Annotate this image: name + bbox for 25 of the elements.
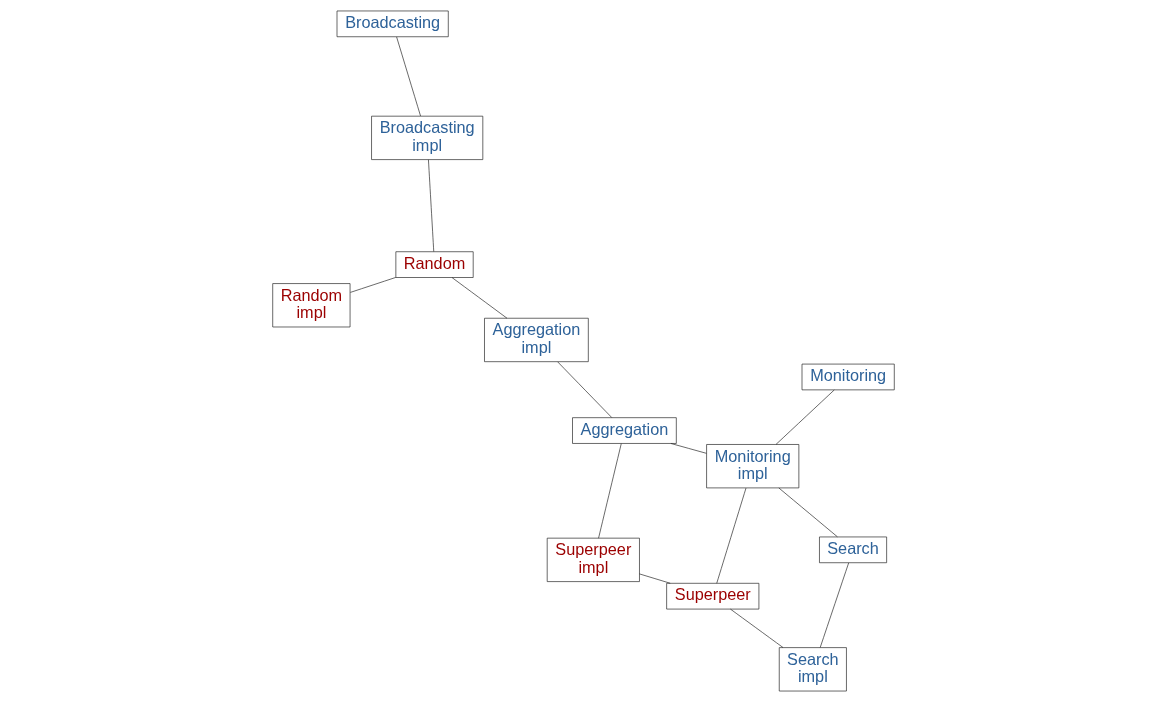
connector [778, 487, 838, 538]
node-box: Monitoring impl [705, 444, 799, 489]
connector [427, 159, 434, 252]
node-box: Random [395, 251, 474, 278]
node-box: Monitoring [801, 363, 895, 391]
node-box: Superpeer [665, 582, 759, 610]
connector [775, 389, 835, 445]
node-box: Broadcasting impl [370, 115, 483, 160]
connector [819, 562, 849, 648]
node-box: Aggregation impl [483, 317, 589, 362]
node-box: Broadcasting [336, 10, 449, 38]
connector [729, 608, 783, 648]
connector [349, 277, 396, 293]
node-box: Aggregation [571, 417, 677, 444]
node-box: Search impl [778, 647, 847, 692]
node-box: Search [818, 536, 887, 564]
connector [451, 277, 507, 319]
node-box: Random impl [271, 283, 350, 328]
connector [395, 36, 421, 117]
connector [670, 443, 707, 454]
connector [715, 487, 746, 584]
connector [597, 443, 622, 539]
connector [556, 361, 612, 418]
node-box: Superpeer impl [546, 537, 640, 582]
connector [638, 573, 671, 584]
